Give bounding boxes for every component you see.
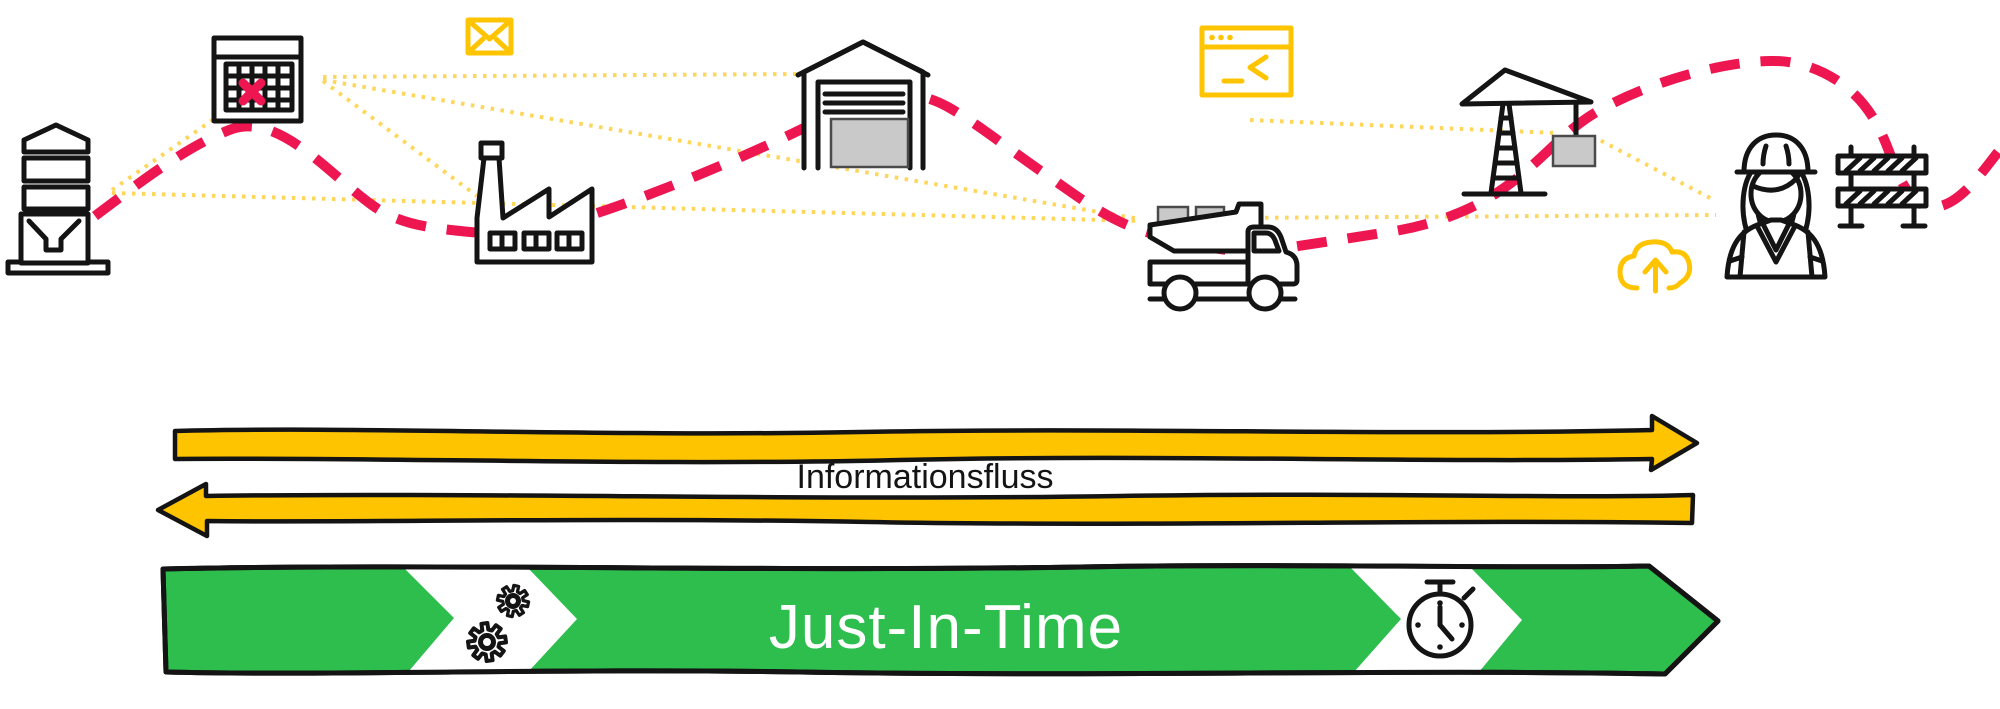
dump-truck-icon: [1147, 201, 1300, 312]
barrier-icon: [1835, 144, 1929, 229]
warehouse-door: [829, 117, 910, 169]
cloud-upload-icon: [1617, 239, 1693, 294]
chevron-band-gears: [404, 568, 577, 671]
gears-icon: [463, 581, 533, 666]
jit-banner: Just-In-Time: [160, 563, 1721, 677]
silo-icon: [5, 122, 111, 276]
information-links: [110, 72, 1717, 223]
jit-label: Just-In-Time: [769, 593, 1123, 662]
info-flow-arrow-right: [172, 413, 1700, 473]
mail-icon: [465, 17, 514, 56]
construction-worker-icon: [1724, 132, 1828, 280]
crossed-date-mark: [238, 78, 266, 106]
calendar-icon: [211, 35, 304, 124]
info-flow-arrow-left: [155, 481, 1696, 539]
information-flow-label: Informationsfluss: [797, 458, 1054, 496]
warehouse-icon: [795, 39, 931, 171]
information-flow-arrows: Informationsfluss: [155, 413, 1700, 539]
terminal-window-icon: [1199, 25, 1294, 98]
material-flow-path: [92, 55, 2000, 257]
crane-load: [1551, 134, 1597, 168]
stopwatch-icon: [1406, 579, 1476, 659]
tower-crane-icon: [1459, 67, 1597, 197]
factory-icon: [474, 140, 595, 265]
